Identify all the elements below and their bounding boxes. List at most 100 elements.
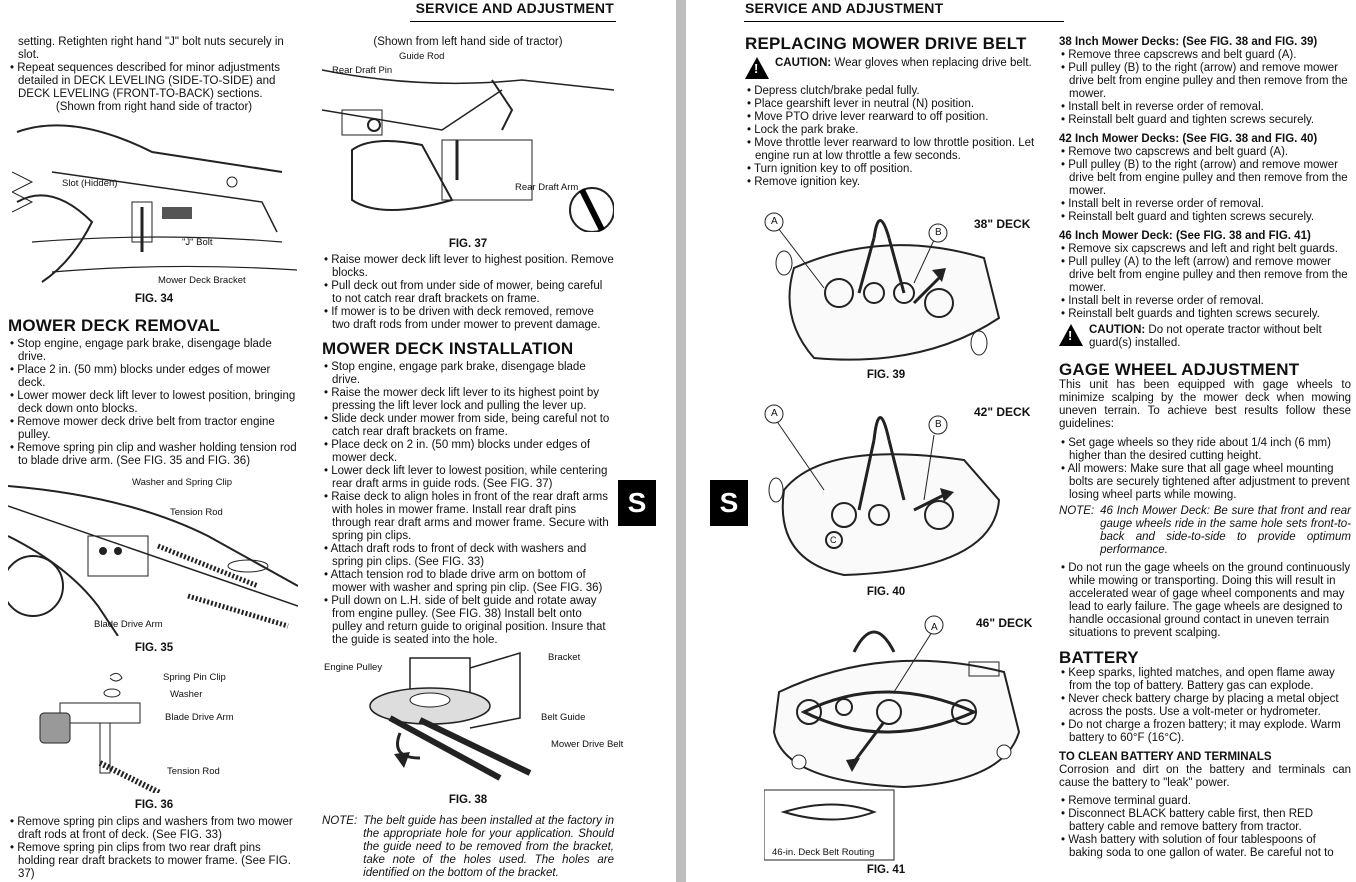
deck38-step: Reinstall belt guard and tighten screws … — [1059, 114, 1351, 127]
deck46-heading: 46 Inch Mower Deck: (See FIG. 38 and FIG… — [1059, 229, 1311, 242]
removal-step: Remove mower deck drive belt from tracto… — [8, 416, 300, 442]
fig37-step: Raise mower deck lift lever to highest p… — [322, 254, 614, 280]
fig40-label-c: C — [830, 535, 837, 545]
intro-bullet: Repeat sequences described for minor adj… — [8, 62, 300, 101]
caution-label: CAUTION: — [775, 57, 832, 70]
deck42-step: Pull pulley (B) to the right (arrow) and… — [1059, 159, 1351, 198]
fig38-label-bracket: Bracket — [548, 652, 581, 663]
install-step: Pull down on L.H. side of belt guide and… — [322, 595, 614, 647]
install-step: Attach tension rod to blade drive arm on… — [322, 569, 614, 595]
fig35-label-blade-arm: Blade Drive Arm — [94, 619, 163, 630]
deck46-step: Reinstall belt guards and tighten screws… — [1059, 308, 1351, 321]
fig38-label: FIG. 38 — [448, 794, 488, 806]
fig35-label-washer: Washer and Spring Clip — [132, 477, 232, 488]
clean-step: Wash battery with solution of four table… — [1059, 834, 1351, 860]
after-steps: Remove spring pin clips and washers from… — [8, 816, 300, 881]
fig39-label-b: B — [935, 227, 942, 238]
install-step: Attach draft rods to front of deck with … — [322, 543, 614, 569]
removal-section: MOWER DECK REMOVAL Stop engine, engage p… — [8, 316, 300, 468]
fig41-illustration — [764, 615, 1021, 861]
removal-step: Place 2 in. (50 mm) blocks under edges o… — [8, 364, 300, 390]
clean-intro: Corrosion and dirt on the battery and te… — [1059, 763, 1351, 789]
section-tab-right: S — [710, 480, 748, 526]
after-step: Remove spring pin clips and washers from… — [8, 816, 300, 842]
install-step: Raise deck to align holes in front of th… — [322, 491, 614, 543]
fig38-note: NOTE: The belt guide has been installed … — [322, 815, 614, 880]
belt-step: Place gearshift lever in neutral (N) pos… — [745, 98, 1035, 111]
clean-step: Remove terminal guard. — [1059, 795, 1351, 808]
note-label: NOTE: — [1059, 504, 1095, 517]
page-gutter — [676, 0, 686, 882]
fig37-label-arm: Rear Draft Arm — [515, 182, 579, 193]
removal-title: MOWER DECK REMOVAL — [8, 316, 220, 335]
fig39-deck-size: 38" DECK — [974, 217, 1031, 231]
intro-text: setting. Retighten right hand "J" bolt n… — [18, 36, 284, 61]
removal-step: Stop engine, engage park brake, disengag… — [8, 338, 300, 364]
fig38-label-guide: Belt Guide — [541, 712, 586, 723]
fig35-label: FIG. 35 — [134, 642, 174, 654]
left-column-1: setting. Retighten right hand "J" bolt n… — [8, 36, 300, 114]
fig39-label-a: A — [771, 216, 778, 227]
fig34-illustration — [12, 124, 297, 283]
deck42-step: Remove two capscrews and belt guard (A). — [1059, 146, 1351, 159]
battery-step: Do not charge a frozen battery; it may e… — [1059, 719, 1351, 745]
deck38-step: Pull pulley (B) to the right (arrow) and… — [1059, 62, 1351, 101]
clean-step: Disconnect BLACK battery cable first, th… — [1059, 808, 1351, 834]
fig41-inset-caption: 46-in. Deck Belt Routing — [772, 847, 875, 858]
deck38-heading: 38 Inch Mower Decks: (See FIG. 38 and FI… — [1059, 36, 1318, 48]
fig37-step: Pull deck out from under side of mower, … — [322, 280, 614, 306]
fig37-label-pin: Rear Draft Pin — [332, 65, 393, 76]
fig37-steps: Raise mower deck lift lever to highest p… — [322, 254, 614, 647]
note-text: 46 Inch Mower Deck: Be sure that front a… — [1100, 504, 1351, 556]
fig40-deck-size: 42" DECK — [974, 405, 1031, 419]
belt-step: Move throttle lever rearward to low thro… — [745, 137, 1035, 163]
fig36-label-washer: Washer — [170, 689, 203, 700]
fig39-label: FIG. 39 — [866, 369, 906, 381]
belt-step: Turn ignition key to off position. — [745, 163, 1035, 176]
removal-step: Lower mower deck lift lever to lowest po… — [8, 390, 300, 416]
removal-step: Remove spring pin clip and washer holdin… — [8, 442, 300, 468]
fig37-illustration — [322, 69, 614, 232]
deck38-step: Install belt in reverse order of removal… — [1059, 101, 1351, 114]
section-tab-left: S — [618, 480, 656, 526]
fig36-illustration — [39, 672, 162, 793]
warning-icon: ! — [1059, 323, 1083, 346]
deck46-step: Pull pulley (A) to the left (arrow) and … — [1059, 256, 1351, 295]
right-column-2: 38 Inch Mower Decks: (See FIG. 38 and FI… — [1059, 36, 1351, 860]
fig34-label-jbolt: "J" Bolt — [182, 237, 213, 248]
right-page: SERVICE AND ADJUSTMENT S REPLACING MOWER… — [686, 0, 1356, 882]
fig41-deck-size: 46" DECK — [976, 616, 1033, 630]
clean-title: TO CLEAN BATTERY AND TERMINALS — [1059, 750, 1272, 763]
caution-text: Do not operate tractor without belt guar… — [1089, 323, 1322, 349]
gage-bullet: Set gage wheels so they ride about 1/4 i… — [1059, 437, 1351, 463]
deck38-step: Remove three capscrews and belt guard (A… — [1059, 49, 1351, 62]
fig37-label: FIG. 37 — [448, 238, 488, 250]
install-step: Slide deck under mower from side, being … — [322, 413, 614, 439]
header-rule — [410, 21, 616, 22]
header-rule — [744, 21, 1064, 22]
fig40-label-b: B — [935, 419, 942, 430]
battery-step: Never check battery charge by placing a … — [1059, 693, 1351, 719]
battery-title: BATTERY — [1059, 647, 1139, 667]
fig37-label-guide: Guide Rod — [399, 51, 445, 62]
fig35-label-tension: Tension Rod — [170, 507, 223, 518]
fig41-label-a: A — [931, 622, 938, 633]
caution-label: CAUTION: — [1089, 323, 1146, 336]
gage-title: GAGE WHEEL ADJUSTMENT — [1059, 359, 1300, 379]
fig34-label-bracket: Mower Deck Bracket — [158, 275, 246, 286]
fig40-illustration — [764, 404, 1001, 577]
note-label: NOTE: — [322, 815, 358, 827]
left-page-header: SERVICE AND ADJUSTMENT — [415, 0, 614, 16]
fig36-label-rod: Tension Rod — [167, 766, 220, 777]
deck46-step: Remove six capscrews and left and right … — [1059, 243, 1351, 256]
fig38-label-belt: Mower Drive Belt — [551, 739, 624, 750]
fig39-illustration — [764, 212, 1001, 361]
belt-caution: ! CAUTION: Wear gloves when replacing dr… — [745, 57, 1035, 80]
fig37-caption: (Shown from left hand side of tractor) — [373, 36, 563, 48]
fig40-label: FIG. 40 — [866, 586, 906, 598]
fig34-caption: (Shown from right hand side of tractor) — [55, 100, 253, 113]
after-step: Remove spring pin clips from two rear dr… — [8, 842, 300, 881]
belt-step: Lock the park brake. — [745, 124, 1035, 137]
battery-step: Keep sparks, lighted matches, and open f… — [1059, 667, 1351, 693]
fig38-label-pulley: Engine Pulley — [324, 662, 383, 673]
